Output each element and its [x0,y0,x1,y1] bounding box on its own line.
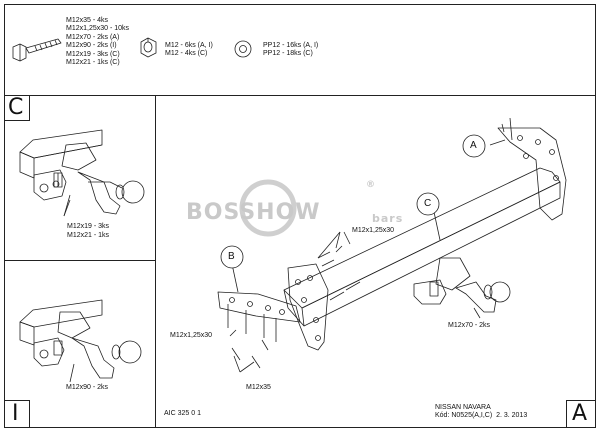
bolt-spec: M12x21 - 1ks (C) [66,59,120,67]
watermark-sub: bars [372,212,404,225]
panel-i-frame [4,260,156,428]
watermark-reg: ® [366,180,376,190]
drawing-code: AIC 325 0 1 [164,410,201,417]
watermark-logo-ring [239,179,297,237]
washer-list: PP12 - 16ks (A, I) PP12 - 18ks (C) [263,42,318,59]
washer-spec: PP12 - 16ks (A, I) [263,42,319,49]
marker-b-label: B [228,251,235,262]
kod-date: Kód: N0525(A,I,C) 2. 3. 2013 [435,412,528,419]
corner-letter: A [572,401,588,426]
callout-bottom: M12x35 [246,384,271,391]
corner-letter-box [566,400,596,428]
bolt-spec: M12x35 - 4ks [66,17,109,24]
nut-icon [140,37,157,58]
nut-spec: M12 - 6ks (A, I) [165,42,213,49]
main-hitch-assembly [217,117,567,369]
panel-i-letter-box [4,400,30,428]
bolt-spec: M12x19 - 3ks (C) [66,50,120,58]
marker-a-circle [462,134,486,158]
marker-c-circle [416,192,440,216]
panel-i-letter: I [12,401,19,426]
panel-c-callout: M12x19 - 3ks [67,223,110,230]
marker-b-circle [220,245,244,269]
washer-spec: PP12 - 18ks (C) [263,50,313,58]
callout-left: M12x1,25x30 [170,332,213,339]
callout-top: M12x1,25x30 [352,227,395,234]
watermark-brand: BOSSHOW [186,200,321,225]
panel-c-hitch [19,129,145,217]
bolt-spec: M12x1,25x30 - 10ks [66,25,130,33]
panel-c-letter-box [4,95,30,121]
bolt-spec: M12x70 - 2ks (A) [66,33,120,41]
panel-c-letter: C [8,95,24,120]
legend-box [4,4,596,96]
nut-list: M12 - 6ks (A, I) M12 - 4ks (C) [165,42,213,59]
panel-c-callout: M12x21 - 1ks [67,232,110,239]
bolt-spec: M12x90 - 2ks (I) [66,42,117,50]
panel-i-callout: M12x90 - 2ks [66,384,109,391]
bolt-icon [12,38,62,62]
marker-c-label: C [424,198,432,209]
panel-i-hitch [19,299,142,383]
washer-icon [234,40,252,58]
bolt-list: M12x35 - 4ks M12x1,25x30 - 10ks M12x70 -… [66,17,129,67]
callout-right: M12x70 - 2ks [448,322,491,329]
vehicle-name: NISSAN NAVARA [435,404,491,411]
marker-a-label: A [470,140,477,151]
nut-spec: M12 - 4ks (C) [165,50,208,58]
